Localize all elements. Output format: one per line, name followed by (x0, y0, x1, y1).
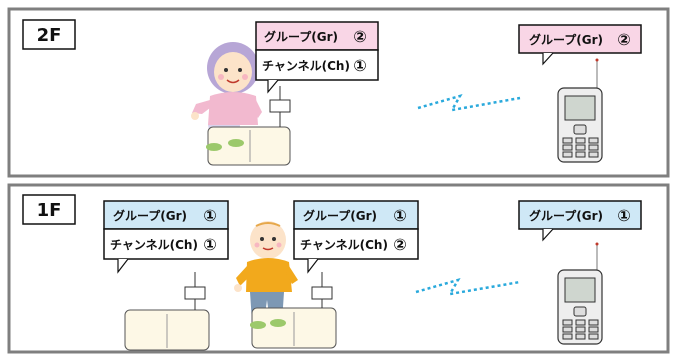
bed-sensor-1f-left-label: グループ(Gr) ① チャンネル(Ch) ① (103, 200, 229, 274)
channel-label: チャンネル(Ch) (110, 238, 198, 252)
channel-number: ① (353, 56, 367, 75)
group-label: グループ(Gr) (529, 208, 603, 223)
floor-panel-2f: 2F (7, 7, 670, 178)
floor-panel-1f: 1F グループ(Gr) ① チャンネル(Ch) ① (7, 183, 670, 354)
handset-phone-icon (557, 58, 603, 163)
group-label: グループ(Gr) (303, 208, 377, 223)
handset-phone-icon (557, 242, 603, 345)
group-number: ② (617, 30, 631, 49)
group-label: グループ(Gr) (529, 32, 603, 47)
group-label: グループ(Gr) (264, 29, 338, 44)
handset-2f-label: グループ(Gr) ② (518, 24, 642, 66)
bed-sensor-1f-right-label: グループ(Gr) ① チャンネル(Ch) ② (293, 200, 419, 274)
channel-label: チャンネル(Ch) (262, 59, 350, 73)
bed-sensor-1f-right (250, 272, 337, 349)
channel-number: ② (393, 235, 407, 254)
group-label: グループ(Gr) (113, 208, 187, 223)
group-number: ① (617, 206, 631, 225)
handset-1f-label: グループ(Gr) ① (518, 200, 642, 242)
bed-sensor-2f (206, 86, 291, 166)
elderly-man-figure (234, 221, 298, 329)
channel-label: チャンネル(Ch) (300, 238, 388, 252)
group-number: ① (203, 206, 217, 225)
floor-tag (22, 194, 76, 225)
bed-sensor-2f-label: グループ(Gr) ② チャンネル(Ch) ① (255, 21, 379, 94)
channel-number: ① (203, 235, 217, 254)
group-number: ② (353, 27, 367, 46)
bed-sensor-1f-left (124, 272, 210, 351)
floor-label: 1F (37, 200, 62, 221)
group-number: ① (393, 206, 407, 225)
floor-label: 2F (37, 25, 62, 46)
floor-tag (22, 19, 76, 50)
